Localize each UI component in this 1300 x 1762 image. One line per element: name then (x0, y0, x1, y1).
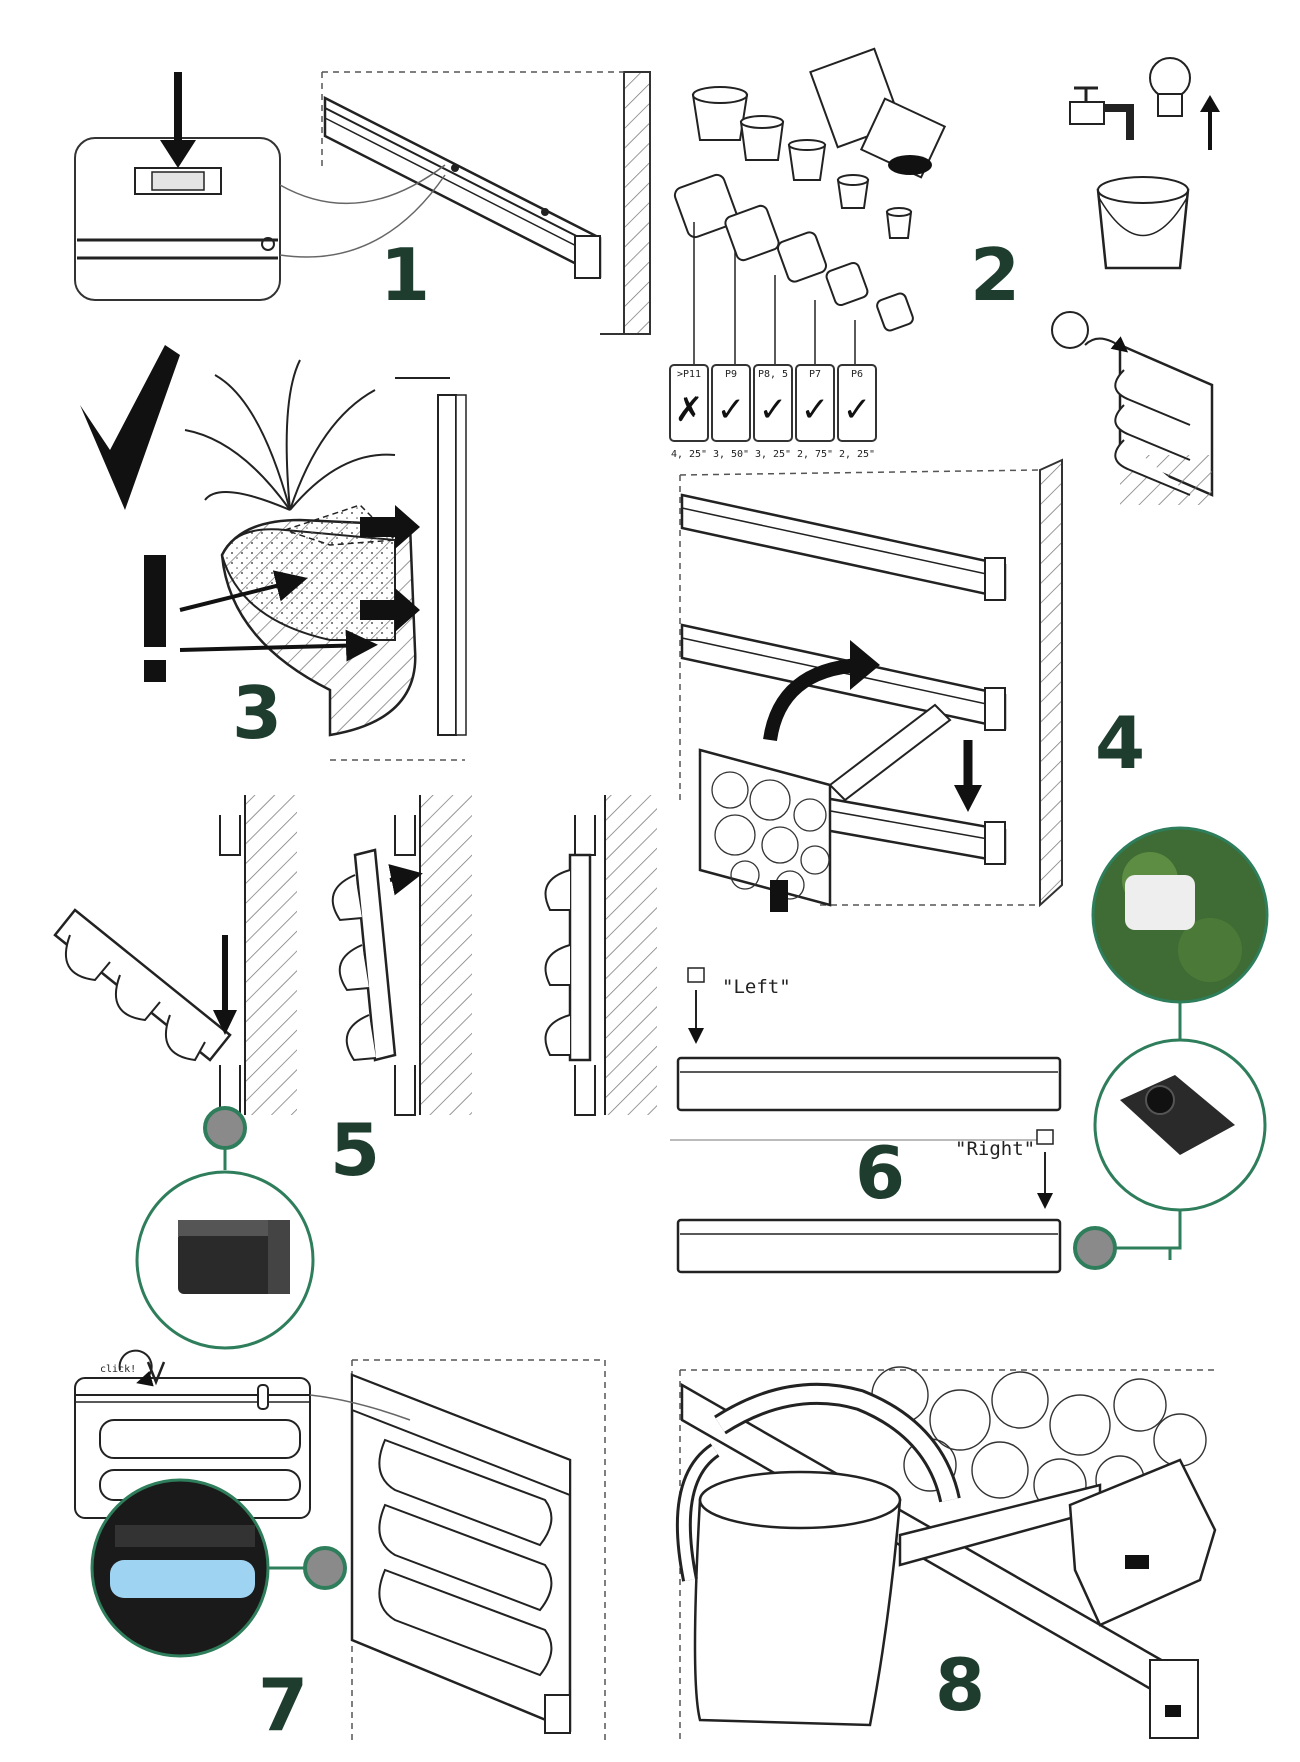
pot-card: >P11 ✗ 4, 25" (669, 364, 709, 460)
exclamation-icon (144, 555, 166, 647)
pot-card-code: P7 (809, 369, 821, 380)
pot-card-size: 2, 75" (797, 449, 833, 460)
pot-card-code: P9 (725, 369, 737, 380)
step-8-illustration (675, 1366, 1217, 1740)
tag-icon (687, 967, 705, 983)
step-number-7: 7 (258, 1663, 308, 1747)
step-number-8: 8 (935, 1643, 985, 1727)
step-4-illustration (679, 458, 1063, 912)
pot-size-cards: >P11 ✗ 4, 25" P9 ✓ 3, 50" P8, 5 ✓ 3, 25"… (669, 364, 877, 460)
step-number-2: 2 (970, 233, 1020, 317)
step-6-callouts (1073, 826, 1269, 1270)
pot-card-mark: ✓ (801, 390, 830, 430)
step-number-1: 1 (380, 233, 430, 317)
right-label: "Right" (955, 1138, 1035, 1160)
step-3-illustration (80, 345, 467, 761)
pot-card-code: >P11 (677, 369, 701, 380)
step-7-callout (90, 1478, 347, 1658)
pot-card: P8, 5 ✓ 3, 25" (753, 364, 793, 460)
step-1-illustration (74, 71, 651, 335)
pot-card: P7 ✓ 2, 75" (795, 364, 835, 460)
checkmark-icon (80, 345, 180, 510)
pot-card-mark: ✗ (675, 390, 704, 430)
step-6-illustration (670, 967, 1062, 1274)
pot-card: P6 ✓ 2, 25" (837, 364, 877, 460)
pot-card-mark: ✓ (717, 390, 746, 430)
step-7-illustration (74, 1349, 606, 1740)
step-number-5: 5 (330, 1108, 380, 1192)
pot-card-size: 3, 50" (713, 449, 749, 460)
pot-card-code: P8, 5 (758, 369, 788, 380)
pot-card-mark: ✓ (843, 390, 872, 430)
step-5-callout (135, 1106, 315, 1350)
pot-card: P9 ✓ 3, 50" (711, 364, 751, 460)
pot-card-code: P6 (851, 369, 863, 380)
step-number-3: 3 (232, 671, 282, 755)
pot-card-size: 2, 25" (839, 449, 875, 460)
pot-card-size: 4, 25" (671, 449, 707, 460)
tag-icon (1036, 1129, 1054, 1145)
step-2-illustration (673, 47, 1220, 505)
pot-card-mark: ✓ (759, 390, 788, 430)
step-number-6: 6 (855, 1131, 905, 1215)
step-number-4: 4 (1095, 701, 1145, 785)
click-label: click! (100, 1364, 136, 1375)
left-label: "Left" (722, 976, 791, 998)
step-5-illustration (53, 795, 657, 1116)
pot-card-size: 3, 25" (755, 449, 791, 460)
rotate-icon (118, 1349, 154, 1387)
